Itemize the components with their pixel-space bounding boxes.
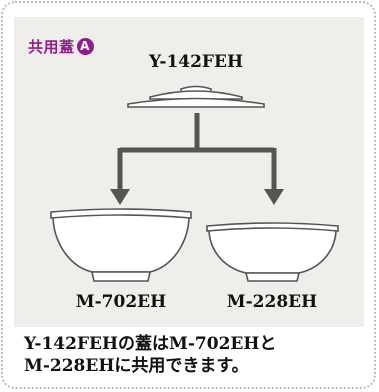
shared-lid-badge: 共用蓋 A — [28, 36, 94, 57]
arrow-head-left — [110, 189, 130, 205]
bowl-model-label-2: M-228EH — [226, 292, 318, 312]
bowl-illustration-m702eh — [50, 208, 192, 282]
caption-line-2: M-228EHに共用できます。 — [24, 356, 249, 376]
connector-arrows — [117, 113, 277, 190]
caption-line-1: Y-142FEHの蓋はM-702EHと — [24, 334, 277, 354]
badge-letter-icon: A — [76, 38, 94, 55]
lid-illustration — [127, 85, 265, 108]
bowl-model-label-1: M-702EH — [75, 292, 167, 312]
caption: Y-142FEHの蓋はM-702EHと M-228EHに共用できます。 — [24, 333, 364, 377]
arrow-head-right — [264, 189, 284, 205]
lid-model-label: Y-142FEH — [148, 52, 244, 72]
shared-lid-label: 共用蓋 — [28, 38, 75, 56]
diagram-panel — [14, 17, 364, 327]
bowl-illustration-m228eh — [206, 222, 339, 282]
